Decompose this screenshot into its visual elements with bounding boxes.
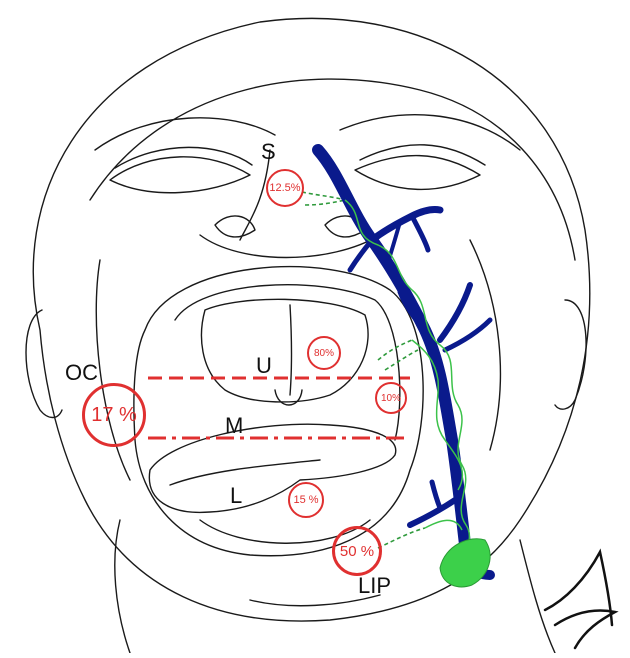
vein-mid-branch — [440, 285, 470, 340]
left-eye — [110, 157, 250, 193]
left-brow — [95, 118, 275, 150]
right-ear — [555, 300, 586, 409]
percent-sinus: 12.5% — [266, 169, 304, 207]
palate — [202, 299, 369, 402]
lymph-node — [440, 539, 490, 587]
lymph-arrow-upper-2 — [385, 350, 418, 370]
lymph-arrow-sinus-2 — [305, 200, 345, 205]
percent-middle: 10% — [375, 382, 407, 414]
label-l: L — [230, 485, 242, 507]
vein-upper-branch — [372, 209, 440, 240]
left-nostril — [215, 216, 255, 237]
percent-oral-cavity: 17 % — [82, 383, 146, 447]
label-u: U — [256, 355, 272, 377]
label-m: M — [225, 415, 243, 437]
signature-mark-icon — [545, 552, 615, 648]
neck-right — [520, 540, 555, 653]
percent-lower: 15 % — [288, 482, 324, 518]
nose-base — [200, 235, 380, 258]
vein-lower-branch-2 — [432, 482, 440, 508]
head-outline — [33, 18, 589, 621]
lymph-vessel-1 — [345, 200, 470, 565]
palate-midline — [290, 305, 292, 395]
cheek-fold-left — [96, 260, 130, 480]
cheek-fold-right — [470, 240, 500, 450]
neck-left — [115, 520, 130, 653]
label-oc: OC — [65, 362, 98, 384]
vein-upper-branch-2 — [412, 216, 428, 250]
percent-upper: 80% — [307, 336, 341, 370]
vein-lower-branch — [410, 500, 455, 525]
label-s: S — [261, 141, 276, 163]
label-lip: LIP — [358, 575, 391, 597]
right-eye — [355, 156, 480, 190]
right-eye-lid — [360, 145, 485, 165]
mouth-outer — [134, 267, 423, 556]
percent-lip: 50 % — [332, 526, 382, 576]
uvula — [275, 390, 302, 405]
lymph-arrow-lip — [378, 528, 425, 548]
